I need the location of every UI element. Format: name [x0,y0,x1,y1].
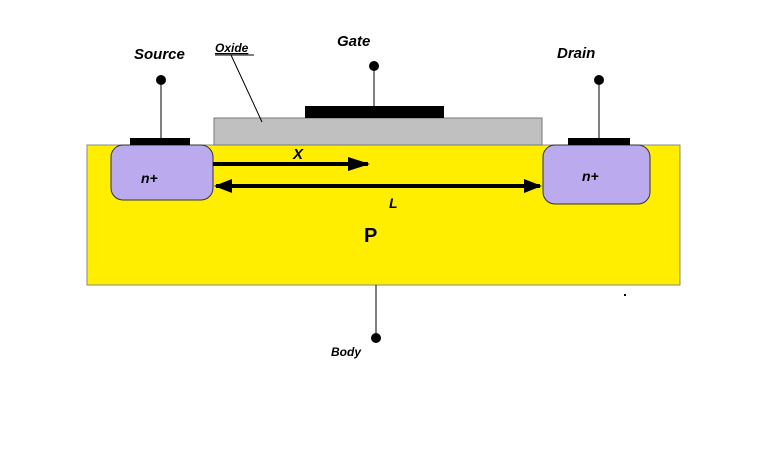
body-terminal [371,333,381,343]
source-label: Source [134,46,185,63]
drain-region-label: n+ [582,168,599,184]
oxide-label: Oxide [215,41,249,55]
oxide-pointer [230,54,263,123]
substrate-label: P [364,225,377,247]
body-label: Body [331,345,362,359]
l-label: L [389,195,398,211]
gate-label: Gate [337,33,370,50]
x-label: X [292,146,304,163]
source-terminal [156,75,166,85]
drain-terminal [594,75,604,85]
oxide-layer [213,117,543,146]
source-contact [130,138,190,145]
source-region-label: n+ [141,170,158,186]
source-n-region [110,144,214,201]
gate-terminal [369,61,379,71]
drain-contact [568,138,630,145]
stray-dot [624,294,626,296]
drain-label: Drain [557,45,595,62]
gate-contact [305,106,444,118]
